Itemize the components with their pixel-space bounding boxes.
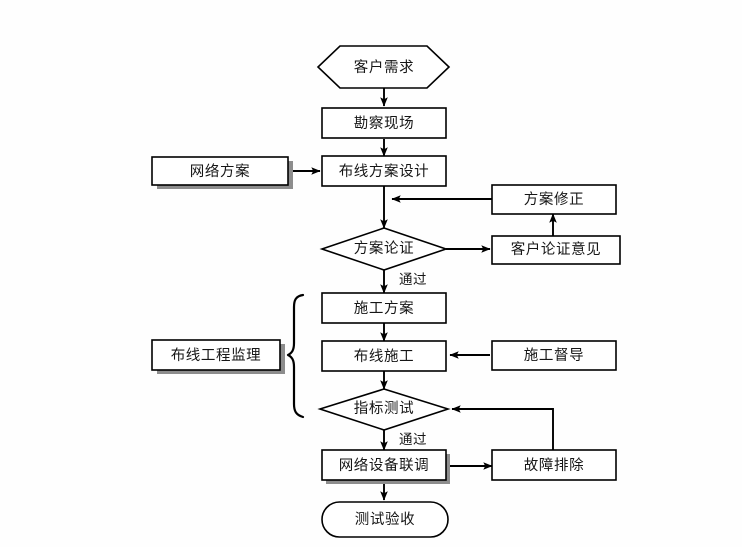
node-cabling-construction[interactable]: 布线施工 xyxy=(321,340,447,372)
node-label: 布线方案设计 xyxy=(339,162,430,180)
rect-shape xyxy=(321,449,447,481)
rect-shape xyxy=(151,339,281,371)
supervision-brace xyxy=(286,293,305,419)
node-plan-review[interactable]: 方案论证 xyxy=(319,227,449,271)
node-label: 测试验收 xyxy=(355,511,415,528)
rect-shape xyxy=(321,292,447,324)
node-fault-removal[interactable]: 故障排除 xyxy=(491,449,617,481)
hexagon-shape xyxy=(316,45,451,89)
node-label: 方案论证 xyxy=(354,239,414,257)
node-label: 布线施工 xyxy=(354,348,414,365)
rect-shape xyxy=(151,156,289,186)
node-device-commissioning[interactable]: 网络设备联调 xyxy=(321,449,447,481)
node-label: 勘察现场 xyxy=(354,114,414,132)
node-customer-requirement[interactable]: 客户需求 xyxy=(316,45,451,89)
node-label: 客户论证意见 xyxy=(511,240,602,258)
node-label: 客户需求 xyxy=(354,59,414,76)
node-label: 方案修正 xyxy=(524,190,584,208)
edge-fault-to-indextest-feedback xyxy=(451,405,554,450)
edge-label-pass-review: 通过 xyxy=(399,272,427,288)
rect-shape xyxy=(321,107,447,139)
node-test-acceptance[interactable]: 测试验收 xyxy=(321,501,449,538)
node-cabling-design[interactable]: 布线方案设计 xyxy=(321,155,447,187)
curly-brace-icon xyxy=(286,293,305,419)
rect-shape xyxy=(491,184,617,215)
node-label: 施工督导 xyxy=(524,347,584,364)
stadium-shape xyxy=(321,501,449,538)
node-index-test[interactable]: 指标测试 xyxy=(317,388,451,431)
node-label: 网络方案 xyxy=(190,162,250,180)
node-label: 指标测试 xyxy=(354,400,414,417)
node-label: 网络设备联调 xyxy=(339,457,430,474)
node-construction-oversight[interactable]: 施工督导 xyxy=(491,340,617,371)
node-plan-revision[interactable]: 方案修正 xyxy=(491,184,617,215)
rect-shape xyxy=(491,340,617,371)
diamond-shape xyxy=(319,227,449,271)
node-construction-plan[interactable]: 施工方案 xyxy=(321,292,447,324)
diamond-shape xyxy=(317,388,451,431)
rect-shape xyxy=(321,155,447,187)
connectors-layer xyxy=(292,88,557,501)
node-site-survey[interactable]: 勘察现场 xyxy=(321,107,447,139)
rect-shape xyxy=(491,449,617,481)
edge-label-pass-test: 通过 xyxy=(399,432,427,448)
node-cabling-supervision[interactable]: 布线工程监理 xyxy=(151,339,281,371)
node-label: 布线工程监理 xyxy=(171,347,262,364)
node-label: 故障排除 xyxy=(524,456,584,474)
node-customer-opinion[interactable]: 客户论证意见 xyxy=(491,235,621,265)
rect-shape xyxy=(321,340,447,372)
node-label: 施工方案 xyxy=(354,299,414,317)
rect-shape xyxy=(491,235,621,265)
node-network-plan[interactable]: 网络方案 xyxy=(151,156,289,186)
